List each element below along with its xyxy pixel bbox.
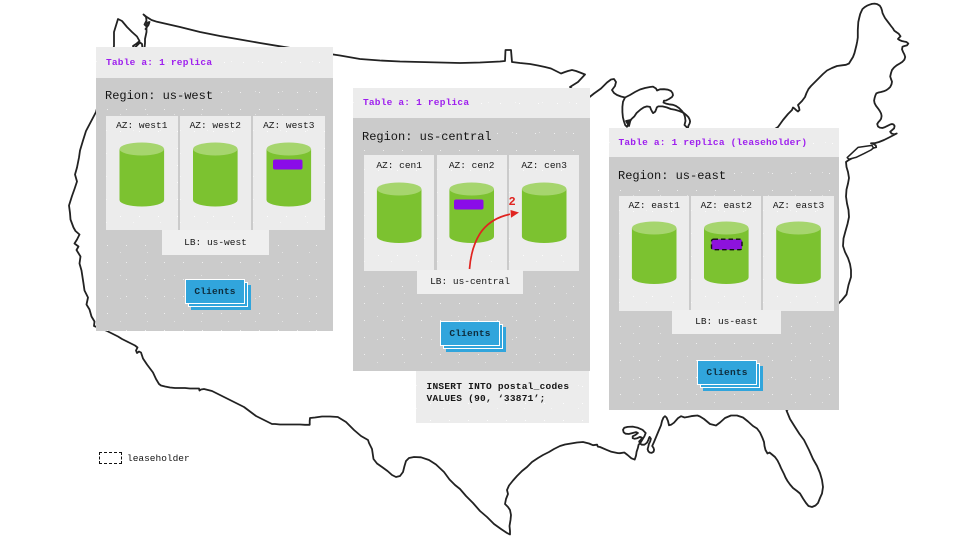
- svg-text:2: 2: [509, 195, 516, 209]
